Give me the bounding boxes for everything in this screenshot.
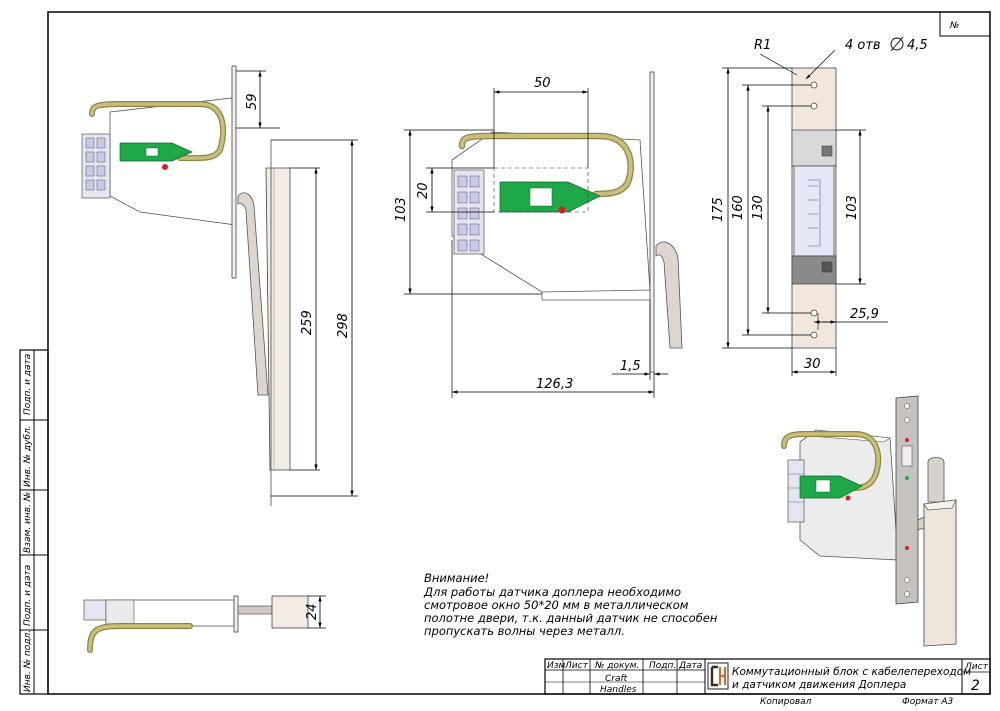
note-line-3: полотне двери, т.к. данный датчик не спо… [424,611,718,625]
plate-radius: R1 [754,38,771,53]
dim-plate-160: 160 [731,195,746,220]
stamp-replace-inv: Взам. инв. № [23,492,33,553]
plate-view: R1 4 отв 4,5 175 160 130 103 25,9 [711,36,928,376]
tb-author-2: Handles [600,685,637,695]
dim-bottom-24: 24 [305,603,320,620]
dim-side-259: 259 [300,310,315,335]
tb-header-izm: Изм [547,661,566,671]
tb-title-1: Коммутационный блок с кабелепереходом [732,666,971,678]
dim-front-20: 20 [416,182,431,199]
company-logo [707,662,729,690]
dim-side-59: 59 [245,93,260,110]
connector-side [81,133,111,199]
dim-plate-25-9: 25,9 [850,307,879,322]
stamp-sign-date-2: Подп. и дата [23,565,33,626]
left-stamp: Подп. и дата Инв. № дубл. Взам. инв. № П… [19,349,49,695]
side-view: 59 259 298 [81,65,358,506]
bottom-view: 24 [83,595,326,653]
dim-front-50: 50 [534,76,551,91]
tb-title-2: и датчиком движения Доплера [732,679,906,691]
tb-copied: Копировал [760,697,812,707]
dim-front-126-3: 126,3 [536,377,573,392]
dim-front-103: 103 [394,197,409,222]
sheet-number-label: № [949,21,959,31]
dim-front-1-5: 1,5 [620,359,641,374]
tb-header-list: Лист [564,661,589,671]
dim-side-298: 298 [336,313,351,338]
front-view: 50 103 20 126,3 1,5 [394,71,683,398]
note-line-2: смотровое окно 50*20 мм в металлическом [424,598,689,612]
tb-sheet-label: Лист [964,662,989,672]
stamp-dup-inv: Инв. № дубл. [23,425,33,487]
dim-plate-30: 30 [804,357,821,372]
tb-format: Формат А3 [902,697,954,707]
dim-plate-175: 175 [711,197,726,222]
sheet-number-box [939,11,991,37]
title-block: Изм Лист № докум. Подп. Дата Craft Handl… [544,658,991,707]
dim-plate-130: 130 [751,195,766,220]
diameter-icon [890,36,904,52]
tb-author-1: Craft [605,674,628,684]
isometric-view [781,395,957,647]
note-heading: Внимание! [424,571,489,585]
dim-plate-103: 103 [845,195,860,220]
plate-hole-diameter: 4,5 [907,38,928,53]
attention-note: Внимание! Для работы датчика доплера нео… [423,571,718,638]
stamp-orig-inv: Инв. № подл. [23,630,33,692]
tb-sheet-number: 2 [971,678,980,694]
stamp-sign-date-1: Подп. и дата [23,354,33,415]
note-line-1: Для работы датчика доплера необходимо [423,585,681,599]
note-line-4: пропускать волны через металл. [424,624,625,638]
tb-header-sign: Подп. [649,661,676,671]
tb-header-date: Дата [678,661,702,671]
tb-header-doc: № докум. [594,661,639,671]
plate-holes: 4 отв [845,38,881,53]
